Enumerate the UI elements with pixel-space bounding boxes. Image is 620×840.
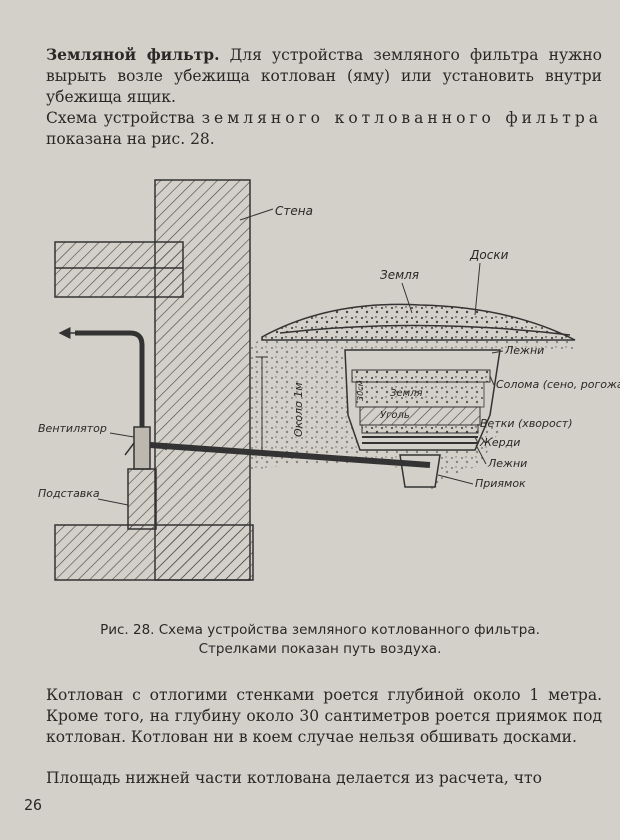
paragraph-heading: Земляной фильтр. — [46, 45, 220, 64]
label-logs-bottom: Лежни — [487, 457, 527, 470]
label-earth-inner: Земля — [390, 388, 423, 399]
exhaust-pipe — [75, 330, 145, 450]
caption-line-1: Рис. 28. Схема устройства земляного котл… — [100, 622, 540, 638]
ventilator-body — [133, 426, 151, 470]
earth-mound — [261, 303, 576, 341]
label-depth-small: 30см — [356, 380, 365, 401]
paragraph-reference: Схема устройства земляного котлованного … — [46, 108, 602, 150]
layer-branches — [361, 424, 479, 434]
label-ventilator: Вентилятор — [38, 422, 107, 435]
paragraph-reference-end: показана на рис. 28. — [46, 130, 215, 148]
stand-body — [127, 468, 157, 530]
layer-coal — [359, 406, 481, 426]
paragraph-reference-spaced: земляного котлованного фильтра — [201, 109, 602, 127]
floor-section — [54, 524, 254, 581]
label-boards: Доски — [469, 248, 509, 262]
paragraph-reference-start: Схема устройства — [46, 109, 202, 127]
label-earth-top: Земля — [380, 268, 419, 282]
sump-pit — [399, 454, 441, 488]
filter-diagram: Стена Около 1м Земля Доски Лежни Солома … — [38, 179, 620, 581]
paragraph-intro: Земляной фильтр. Для устройства земляног… — [46, 44, 602, 108]
label-stand: Подставка — [38, 487, 100, 500]
label-poles: Жерди — [479, 436, 520, 449]
page-number: 26 — [24, 796, 43, 814]
label-wall: Стена — [275, 204, 313, 218]
label-branches: Ветки (хворост) — [480, 417, 573, 430]
label-pit: Приямок — [475, 477, 526, 490]
layer-earth — [355, 381, 485, 408]
wall-section — [154, 179, 251, 581]
label-straw: Солома (сено, рогожа) — [496, 378, 620, 391]
label-coal: Уголь — [380, 410, 410, 421]
label-depth: Около 1м — [292, 382, 305, 437]
paragraph-intro-body: Для устройства земляного фильтра нужно в… — [46, 46, 602, 106]
paragraph-area: Площадь нижней части котлована делается … — [46, 769, 542, 787]
caption-line-2: Стрелками показан путь воздуха. — [198, 641, 442, 657]
label-logs-top: Лежни — [504, 344, 544, 357]
layer-straw — [351, 369, 491, 383]
beam-section — [54, 241, 184, 298]
figure-caption: Рис. 28. Схема устройства земляного котл… — [60, 621, 580, 659]
intake-pipe — [149, 442, 431, 468]
paragraph-depth: Котлован с отлогими стенками роется глуб… — [46, 686, 602, 746]
